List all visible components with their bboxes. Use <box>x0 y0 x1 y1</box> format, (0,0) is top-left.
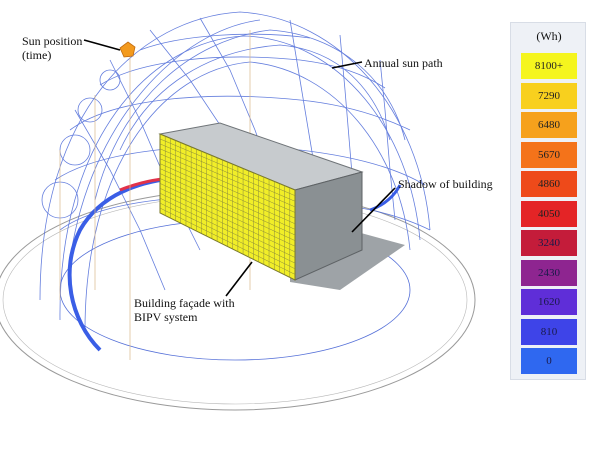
legend-swatch-label: 2430 <box>538 266 560 279</box>
legend-swatch-label: 3240 <box>538 237 560 249</box>
legend-swatch: 5670 <box>521 141 577 168</box>
legend-swatch-label: 4860 <box>538 178 560 190</box>
label-sun-position: Sun position (time) <box>22 34 82 62</box>
energy-legend: (Wh) 8100+ 7290 6480 5670 4860 4050 3240 2430 16… <box>510 22 586 380</box>
legend-swatch: 6480 <box>521 112 577 138</box>
label-shadow-of-building: Shadow of building <box>398 177 493 191</box>
legend-swatch-label: 1620 <box>538 296 560 308</box>
legend-swatch: 4050 <box>521 200 577 227</box>
legend-swatch-label: 8100+ <box>534 60 564 72</box>
legend-swatch-label: 810 <box>540 325 558 338</box>
label-building-facade-line1: Building façade with <box>134 296 235 310</box>
legend-swatch-label: 6480 <box>538 119 560 131</box>
legend-swatch-label: 4050 <box>538 207 560 220</box>
legend-swatch: 7290 <box>521 82 577 109</box>
legend-unit: (Wh) <box>536 29 562 43</box>
legend-swatch: 2430 <box>521 259 577 286</box>
label-building-facade: Building façade with BIPV system <box>134 296 235 324</box>
sun-position-marker <box>119 41 136 58</box>
legend-swatch: 0 <box>521 348 577 374</box>
label-sun-position-line1: Sun position <box>22 34 83 48</box>
legend-swatch: 810 <box>521 318 577 345</box>
legend-swatch: 1620 <box>521 289 577 315</box>
legend-swatch: 8100+ <box>521 53 577 79</box>
label-annual-sun-path: Annual sun path <box>364 56 443 70</box>
label-building-facade-line2: BIPV system <box>134 310 198 324</box>
bipv-grid <box>159 136 296 278</box>
legend-swatch: 4860 <box>521 171 577 197</box>
legend-swatch: 3240 <box>521 230 577 256</box>
leader-lines <box>83 39 396 297</box>
label-sun-position-line2: (time) <box>22 48 52 62</box>
legend-swatch-label: 7290 <box>538 89 560 102</box>
building-shadow <box>290 230 405 290</box>
building <box>158 122 364 281</box>
legend-swatch-label: 5670 <box>538 148 560 161</box>
legend-swatch-label: 0 <box>546 355 552 367</box>
